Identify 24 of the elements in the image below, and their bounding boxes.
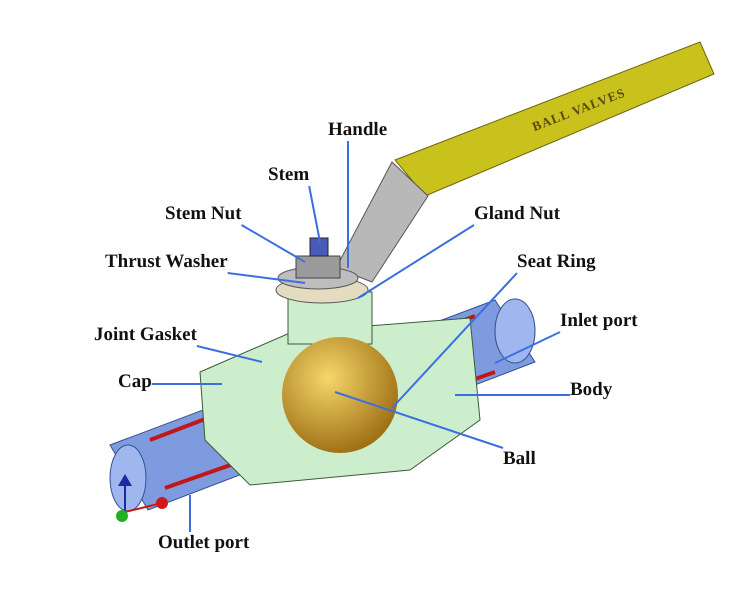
- leader-line: [357, 224, 475, 299]
- leader-line: [241, 224, 306, 263]
- leader-line: [494, 331, 560, 364]
- part-label: Seat Ring: [517, 251, 596, 273]
- part-label: Gland Nut: [474, 203, 560, 225]
- part-label: Inlet port: [560, 310, 638, 332]
- leader-line: [391, 272, 518, 409]
- part-label: Stem Nut: [165, 203, 242, 225]
- part-label: Ball: [503, 448, 536, 470]
- part-label: Stem: [268, 164, 310, 186]
- leader-line: [228, 272, 306, 284]
- part-label: Cap: [118, 371, 152, 393]
- leader-line: [308, 186, 321, 242]
- leader-line: [152, 383, 222, 385]
- leader-line: [455, 394, 570, 396]
- part-label: Joint Gasket: [94, 324, 197, 346]
- part-label: Body: [570, 379, 612, 401]
- leader-line: [334, 391, 504, 449]
- part-label: Handle: [328, 119, 388, 141]
- leader-line: [196, 345, 262, 363]
- leader-line: [347, 141, 349, 268]
- part-label: Outlet port: [158, 532, 250, 554]
- part-label: Thrust Washer: [105, 251, 228, 273]
- leader-line: [189, 495, 191, 532]
